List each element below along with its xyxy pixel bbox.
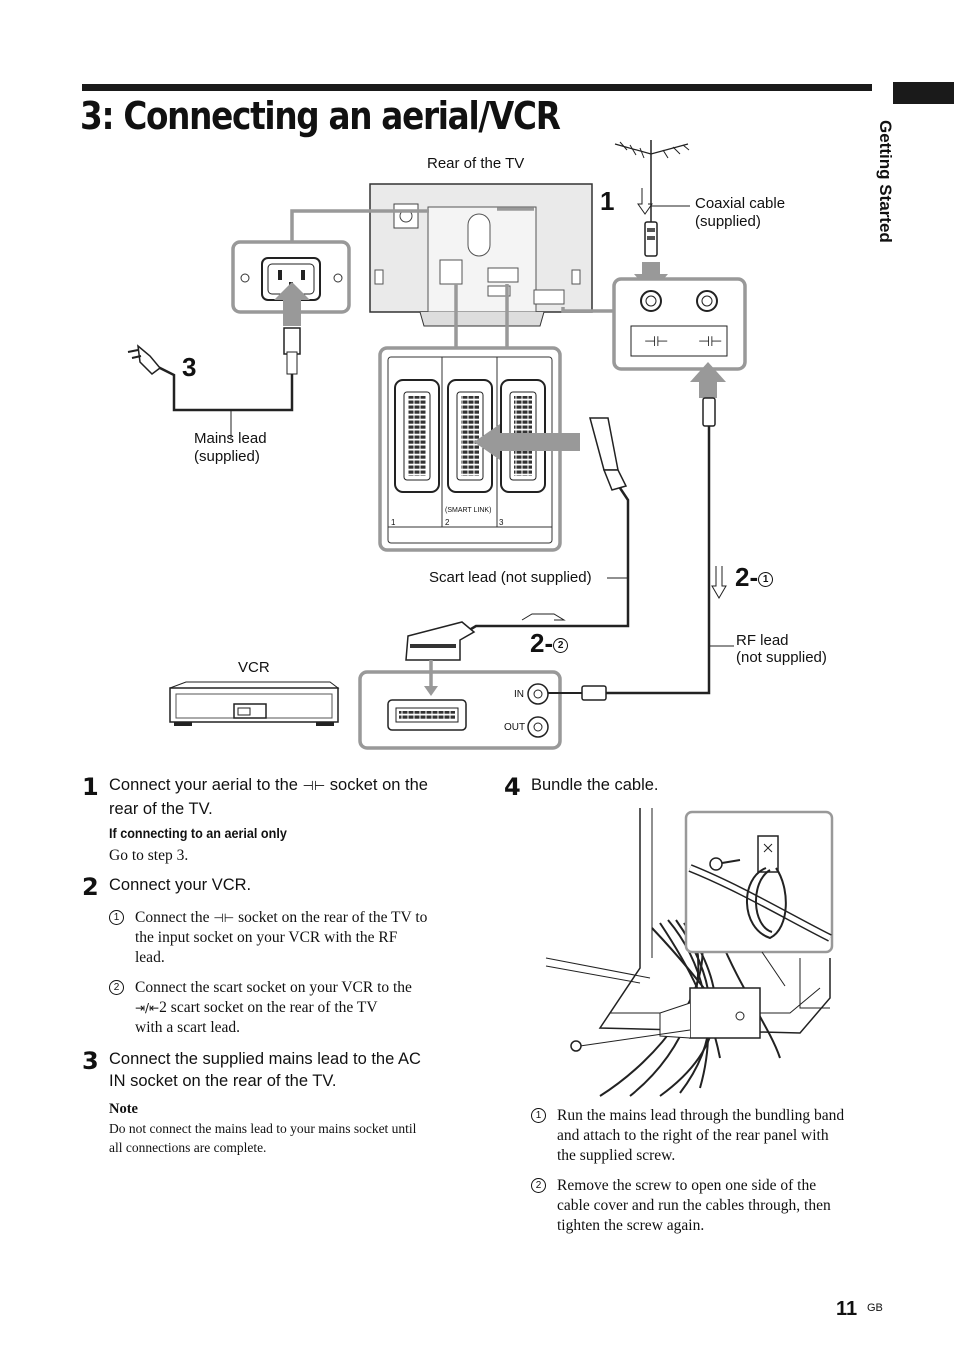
page-title: 3: Connecting an aerial/VCR xyxy=(80,94,561,138)
scart-number: 2 xyxy=(445,518,450,527)
section-tab xyxy=(893,82,954,104)
vcr-label: VCR xyxy=(238,659,270,676)
mains-supplied-label: (supplied) xyxy=(194,448,260,465)
rf-socket-box: ⊣⊢ ⊣⊢ xyxy=(612,277,747,371)
scart-icon: ⇥/⇤ xyxy=(135,1001,160,1015)
vcr-socket-box xyxy=(358,670,582,750)
step-1: 1 Connect your aerial to the ⊣⊢ socket o… xyxy=(82,774,462,820)
cable-bundle-illustration xyxy=(545,808,834,1097)
step-3: 3 Connect the supplied mains lead to the… xyxy=(82,1048,462,1092)
step-4: 4 Bundle the cable. xyxy=(504,774,884,800)
svg-text:⊣⊢: ⊣⊢ xyxy=(644,334,668,350)
aerial-only-text: Go to step 3. xyxy=(109,847,189,864)
page-number: 11 xyxy=(836,1298,858,1320)
rf-lead-label: RF lead xyxy=(736,632,789,649)
step-4-text: Bundle the cable. xyxy=(531,776,659,794)
diagram-step-1: 1 xyxy=(600,186,615,216)
scart-number: 3 xyxy=(499,518,504,527)
step-2-item-1: 1 Connect the ⊣⊢ socket on the rear of t… xyxy=(109,908,459,968)
scart-lead-label: Scart lead (not supplied) xyxy=(429,569,592,586)
mains-arrow-icon xyxy=(274,282,310,326)
step-1-text: Connect your aerial to the ⊣⊢ socket on … xyxy=(109,776,428,818)
step-3-text: Connect the supplied mains lead to the A… xyxy=(109,1050,421,1090)
smart-link-label: (SMART LINK) xyxy=(445,507,492,514)
mains-lead-label: Mains lead xyxy=(194,430,267,447)
rf-not-supplied-label: (not supplied) xyxy=(736,649,827,666)
note-heading: Note xyxy=(109,1101,138,1117)
rf-arrow-icon xyxy=(690,362,726,398)
connection-diagram: ⊣⊢ ⊣⊢ xyxy=(127,140,747,750)
vcr-out-label: OUT xyxy=(504,722,526,733)
aerial-only-subhead: If connecting to an aerial only xyxy=(109,825,287,841)
diagram-step-2-1: 2-1 xyxy=(735,562,774,593)
page-region-code: GB xyxy=(867,1302,883,1314)
rear-of-tv-label: Rear of the TV xyxy=(427,155,525,172)
step-2-number: 2 xyxy=(82,873,99,901)
step-3-number: 3 xyxy=(82,1047,99,1075)
svg-text:⊣⊢: ⊣⊢ xyxy=(698,334,722,350)
step-4-number: 4 xyxy=(504,773,521,801)
diagram-step-2-2: 2-2 xyxy=(530,628,569,659)
tv-rear xyxy=(369,183,593,327)
scart-number: 1 xyxy=(391,518,396,527)
diagram-step-3: 3 xyxy=(182,352,197,382)
header-rule xyxy=(82,84,872,91)
coaxial-label: Coaxial cable xyxy=(695,195,786,212)
step-2: 2 Connect your VCR. xyxy=(82,874,462,900)
step-4-item-2: 2 Remove the screw to open one side of t… xyxy=(531,1176,891,1236)
coaxial-supplied-label: (supplied) xyxy=(695,213,761,230)
step-1-number: 1 xyxy=(82,773,99,801)
step-2-text: Connect your VCR. xyxy=(109,876,252,894)
step-2-item-2: 2 Connect the scart socket on your VCR t… xyxy=(109,978,459,1038)
vcr-in-label: IN xyxy=(514,689,524,700)
mains-lead xyxy=(127,327,301,438)
aerial xyxy=(614,140,690,257)
scart-arrow-icon xyxy=(474,424,580,460)
vcr-device xyxy=(169,681,340,726)
step-4-item-1: 1 Run the mains lead through the bundlin… xyxy=(531,1106,891,1166)
zoom-guides xyxy=(290,207,614,348)
note-text: Do not connect the mains lead to your ma… xyxy=(109,1121,417,1155)
rf-lead xyxy=(581,397,734,701)
scart-lead xyxy=(405,417,630,661)
